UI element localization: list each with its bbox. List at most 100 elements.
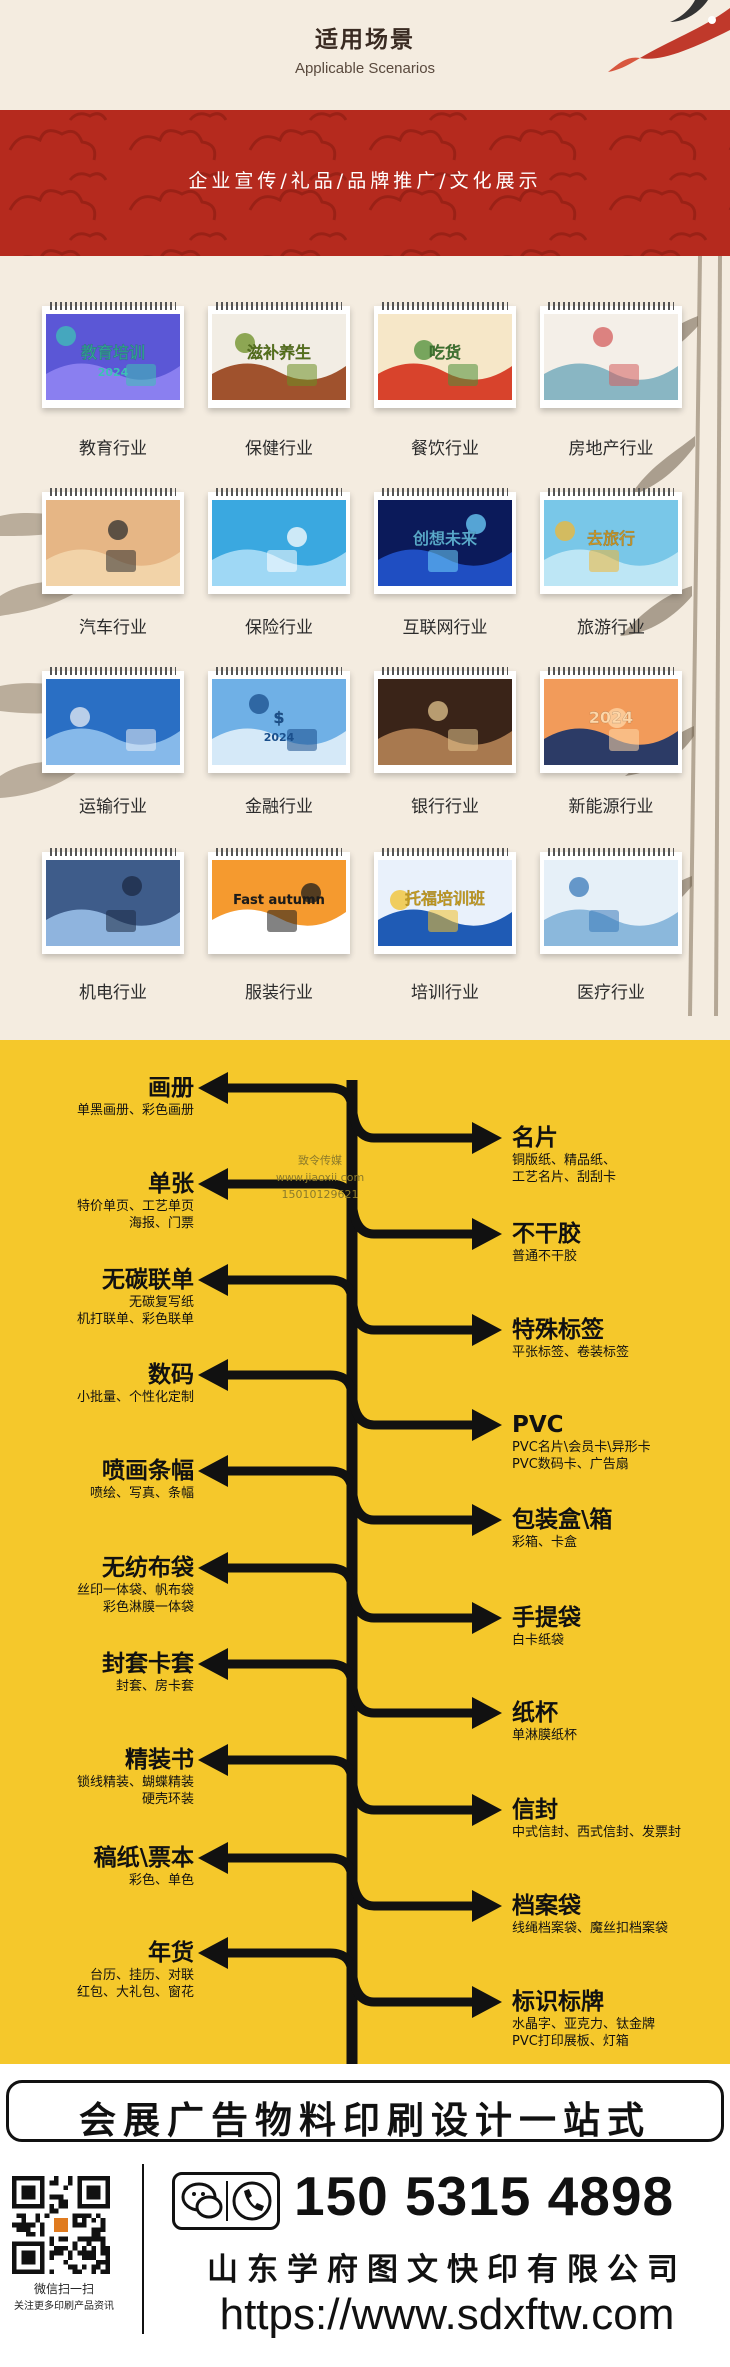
- product-desc: 封套、房卡套: [115, 1679, 194, 1694]
- vertical-divider: [142, 2164, 144, 2334]
- product-category: 手提袋白卡纸袋: [512, 1604, 581, 1649]
- calendar-rings: [50, 302, 176, 310]
- thumb-year: 2024: [98, 366, 129, 379]
- branch-arrow-icon: [472, 1890, 502, 1922]
- branch-line: [226, 1755, 357, 1783]
- industry-thumbnail: [46, 860, 180, 946]
- branch-line: [226, 1466, 357, 1494]
- industry-calendar-card[interactable]: 2024: [540, 667, 682, 773]
- industry-label: 机电行业: [79, 983, 147, 1003]
- product-name: 无碳联单: [102, 1267, 194, 1293]
- product-category: 名片铜版纸、精品纸、工艺名片、刮刮卡: [512, 1124, 616, 1186]
- industry-label: 餐饮行业: [411, 439, 479, 459]
- industry-thumbnail: [544, 860, 678, 946]
- calendar-rings: [548, 667, 674, 675]
- thumb-title: 滋补养生: [247, 343, 311, 362]
- product-desc: 彩箱、卡盒: [512, 1535, 578, 1550]
- product-desc: 机打联单、彩色联单: [76, 1312, 194, 1327]
- industry-calendar-card[interactable]: 托福培训班: [374, 848, 516, 954]
- product-tree: 致令传媒 www.jiaoxii.com 15010129621 画册单黑画册、…: [0, 1040, 730, 2064]
- industry-calendar-card[interactable]: $2024: [208, 667, 350, 773]
- product-name: 标识标牌: [512, 1989, 604, 2015]
- product-category: 信封中式信封、西式信封、发票封: [512, 1796, 681, 1841]
- calendar-rings: [548, 302, 674, 310]
- product-tree-diagram: [198, 1072, 502, 2064]
- branch-arrow-icon: [198, 1744, 228, 1776]
- branch-line: [226, 1563, 357, 1591]
- product-category: 封套卡套封套、房卡套: [102, 1650, 194, 1695]
- qr-subcaption: 关注更多印刷产品资讯: [14, 2301, 114, 2312]
- thumb-title: 2024: [589, 708, 634, 727]
- product-name: 单张: [148, 1171, 194, 1197]
- industry-calendar-card[interactable]: [42, 667, 184, 773]
- branch-arrow-icon: [472, 1409, 502, 1441]
- branch-line: [347, 1865, 474, 1911]
- industry-calendar-card[interactable]: 滋补养生: [208, 302, 350, 408]
- industry-thumbnail: 创想未来: [378, 500, 512, 586]
- industry-calendar-card[interactable]: 创想未来: [374, 488, 516, 594]
- branch-arrow-icon: [198, 1359, 228, 1391]
- product-category: 单张特价单页、工艺单页海报、门票: [77, 1170, 194, 1232]
- product-desc: 线绳档案袋、魔丝扣档案袋: [512, 1921, 669, 1936]
- watermark-line: 致令传媒: [298, 1154, 342, 1167]
- industry-label: 金融行业: [245, 797, 313, 817]
- product-category: 不干胶普通不干胶: [512, 1220, 581, 1265]
- koi-fish-decoration-icon: [608, 0, 730, 72]
- industry-calendar-card[interactable]: [540, 848, 682, 954]
- website-url[interactable]: https://www.sdxftw.com: [219, 2290, 675, 2339]
- phone-number[interactable]: 150 5315 4898: [294, 2165, 675, 2227]
- industry-calendar-card[interactable]: Fast autumn: [208, 848, 350, 954]
- industry-calendar-card[interactable]: [42, 488, 184, 594]
- branch-arrow-icon: [472, 1602, 502, 1634]
- product-desc: 彩色、单色: [128, 1873, 194, 1888]
- watermark-line: www.jiaoxii.com: [275, 1171, 365, 1184]
- product-desc: 单淋膜纸杯: [512, 1728, 578, 1743]
- industry-calendar-card[interactable]: 去旅行: [540, 488, 682, 594]
- branch-line: [347, 1672, 474, 1718]
- industry-thumbnail: 托福培训班: [378, 860, 512, 946]
- product-category: 包装盒\箱彩箱、卡盒: [512, 1506, 612, 1551]
- industry-label: 新能源行业: [568, 797, 654, 817]
- branch-line: [226, 1275, 357, 1303]
- qr-caption: 微信扫一扫: [33, 2282, 94, 2296]
- industry-label: 房地产行业: [568, 439, 654, 459]
- product-desc: 特价单页、工艺单页: [76, 1199, 194, 1214]
- slogan-text: 会展广告物料印刷设计一站式: [79, 2099, 651, 2142]
- product-desc: 小批量、个性化定制: [76, 1390, 194, 1405]
- branch-line: [347, 1289, 474, 1335]
- product-desc: PVC名片\会员卡\异形卡: [512, 1440, 651, 1455]
- product-category: 档案袋线绳档案袋、魔丝扣档案袋: [512, 1892, 668, 1937]
- industry-calendar-card[interactable]: [374, 667, 516, 773]
- product-desc: 丝印一体袋、帆布袋: [76, 1583, 194, 1598]
- industry-calendar-card[interactable]: [540, 302, 682, 408]
- product-name: 喷画条幅: [102, 1458, 194, 1484]
- industry-label: 运输行业: [79, 797, 147, 817]
- branch-arrow-icon: [198, 1937, 228, 1969]
- branch-arrow-icon: [472, 1697, 502, 1729]
- product-desc: 红包、大礼包、窗花: [76, 1985, 194, 2000]
- industry-calendar-card[interactable]: [42, 848, 184, 954]
- qr-code-icon[interactable]: [12, 2176, 110, 2274]
- branch-arrow-icon: [472, 1122, 502, 1154]
- calendar-rings: [50, 848, 176, 856]
- branch-arrow-icon: [472, 1504, 502, 1536]
- branch-line: [347, 1479, 474, 1525]
- product-category: 喷画条幅喷绘、写真、条幅: [90, 1457, 194, 1502]
- industry-thumbnail: 2024: [544, 679, 678, 765]
- industry-label: 旅游行业: [577, 618, 645, 638]
- calendar-rings: [216, 848, 342, 856]
- branch-line: [226, 1853, 357, 1881]
- product-name: 画册: [148, 1075, 194, 1101]
- watermark: 致令传媒 www.jiaoxii.com 15010129621: [260, 1152, 380, 1203]
- product-desc: PVC数码卡、广告扇: [512, 1457, 629, 1472]
- industry-calendar-card[interactable]: 吃货: [374, 302, 516, 408]
- thumb-title: 去旅行: [587, 529, 635, 548]
- industry-calendar-card[interactable]: [208, 488, 350, 594]
- section-title: 适用场景: [315, 27, 415, 53]
- product-name: 数码: [148, 1362, 194, 1388]
- branch-line: [347, 1961, 474, 2007]
- industry-thumbnail: [46, 500, 180, 586]
